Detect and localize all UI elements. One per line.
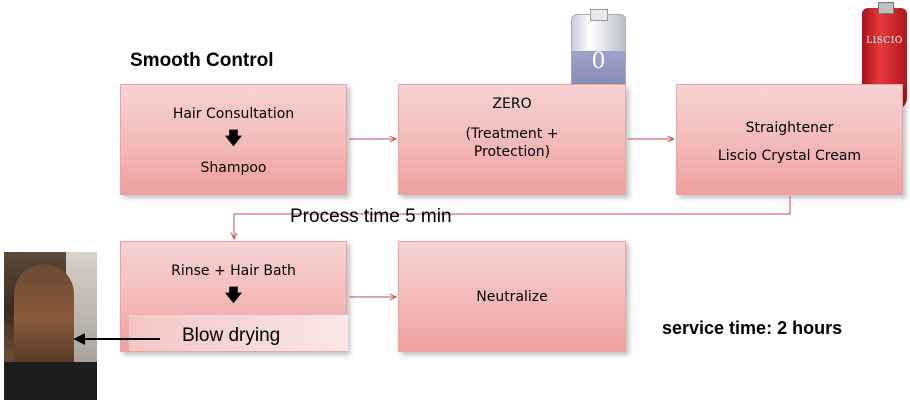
step-label: Protection) (473, 144, 551, 160)
diagram-title: Smooth Control (130, 50, 274, 71)
step-label: Shampoo (200, 160, 267, 176)
step-label: (Treatment + (465, 126, 559, 142)
step-label: Liscio Crystal Cream (717, 148, 862, 164)
liscio-product-label: LISCIO (866, 36, 903, 46)
arrow-down-icon: 🡇 (224, 129, 243, 149)
step-label: Straightener (745, 120, 834, 136)
step-box-straightener: Straightener Liscio Crystal Cream (676, 84, 903, 195)
service-time-label: service time: 2 hours (662, 318, 843, 338)
blow-drying-label: Blow drying (182, 325, 281, 346)
photo-hair (14, 264, 74, 374)
step-label: Hair Consultation (172, 106, 295, 122)
step-label: Neutralize (476, 289, 548, 305)
photo-cape (4, 362, 97, 400)
step-box-consultation: Hair Consultation 🡇 Shampoo (120, 84, 347, 195)
blow-drying-highlight (129, 315, 348, 351)
arrow-down-icon: 🡇 (224, 286, 243, 306)
step-label: Rinse + Hair Bath (171, 263, 296, 279)
product-cap (878, 2, 894, 14)
zero-product-mark: 0 (591, 49, 606, 74)
step-label: ZERO (492, 96, 532, 112)
connector-straightener-to-rinse (234, 196, 791, 239)
client-photo (4, 252, 97, 400)
step-box-neutralize: Neutralize (398, 241, 626, 352)
process-time-label: Process time 5 min (290, 206, 452, 227)
product-cap (590, 9, 608, 21)
step-box-zero: ZERO (Treatment + Protection) (398, 84, 626, 195)
